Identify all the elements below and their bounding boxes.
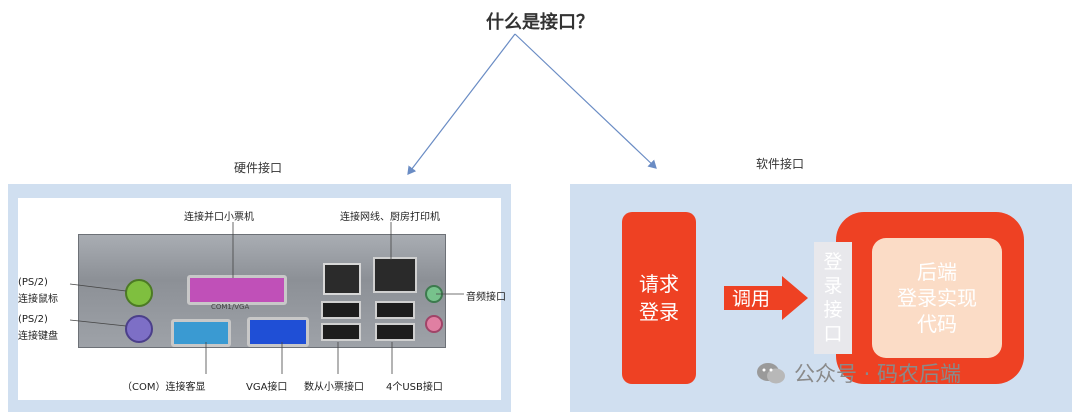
diagram-title: 什么是接口？ (486, 12, 594, 33)
callout-parallel: 连接并口小票机 (184, 212, 254, 223)
backend-code-box: 后端 登录实现 代码 (872, 238, 1002, 358)
watermark: 公众号 · 码农后端 (756, 358, 961, 388)
usb-port (375, 323, 415, 341)
callout-usb4: 4个USB接口 (386, 382, 443, 393)
ps2-keyboard-port (125, 315, 153, 343)
usb-port (375, 301, 415, 319)
software-heading: 软件接口 (756, 157, 805, 171)
small-connector (323, 263, 361, 295)
backend-line-3: 代码 (917, 312, 957, 336)
request-login-text: 请求 登录 (639, 272, 679, 324)
arrow-to-software (514, 33, 657, 169)
callout-audio: 音频接口 (466, 292, 506, 303)
request-login-box: 请求 登录 (622, 212, 696, 384)
callout-ps2-keyboard-1: (PS/2) (18, 314, 48, 325)
callout-usb-small: 数从小票接口 (304, 382, 364, 393)
callout-lines (69, 222, 464, 374)
login-interface-text: 登录接口 (823, 251, 843, 345)
watermark-text: 公众号 · 码农后端 (794, 362, 962, 386)
vga-port (247, 317, 309, 347)
io-backplate: COM1/VGA (78, 234, 446, 348)
wechat-icon (757, 363, 785, 384)
hardware-photo: COM1/VGA (18, 198, 506, 400)
arrow-to-hardware (407, 33, 516, 175)
ps2-mouse-port (125, 279, 153, 307)
plate-label: COM1/VGA (211, 303, 250, 311)
callout-ps2-mouse-2: 连接鼠标 (18, 294, 58, 305)
callout-ps2-mouse-1: (PS/2) (18, 277, 48, 288)
callout-vga: VGA接口 (246, 382, 288, 393)
backend-line-2: 登录实现 (897, 286, 977, 310)
com-port (171, 319, 231, 347)
call-label: 调用 (732, 288, 771, 310)
usb-port (321, 323, 361, 341)
hardware-panel: COM1/VGA (8, 184, 511, 412)
parallel-port (187, 275, 287, 305)
ethernet-port (373, 257, 417, 293)
backend-line-1: 后端 (917, 260, 957, 284)
call-arrow (724, 276, 808, 320)
software-panel: 请求 登录 调用 后端 登录实现 代码 登录接口 公众号 · 码农后端 (570, 184, 1072, 412)
callout-network: 连接网线、厨房打印机 (340, 212, 440, 223)
callout-com: （COM）连接客显 (122, 382, 206, 393)
login-interface-strip: 登录接口 (814, 242, 852, 354)
callout-ps2-keyboard-2: 连接键盘 (18, 331, 58, 342)
audio-jack-pink (425, 315, 443, 333)
usb-port (321, 301, 361, 319)
hardware-heading: 硬件接口 (234, 161, 283, 175)
